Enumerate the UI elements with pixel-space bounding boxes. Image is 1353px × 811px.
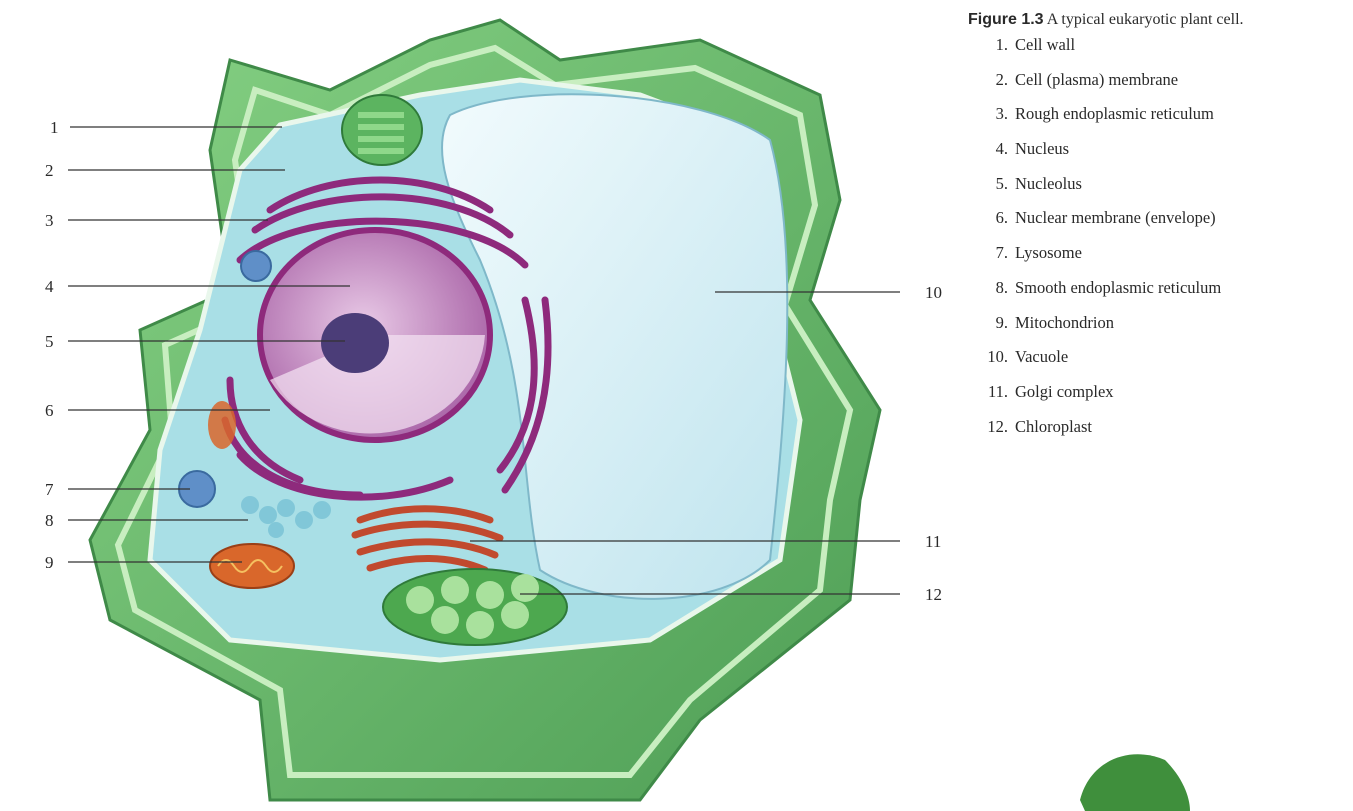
legend-label: Smooth endoplasmic reticulum — [1015, 278, 1221, 297]
figure-caption: Figure 1.3 A typical eukaryotic plant ce… — [968, 10, 1348, 450]
legend-number: 9. — [968, 312, 1008, 334]
callout-11: 11 — [925, 532, 941, 551]
legend-item: 5. Nucleolus — [968, 173, 1348, 208]
legend-number: 12. — [968, 416, 1008, 438]
callout-4: 4 — [45, 277, 54, 296]
legend-label: Chloroplast — [1015, 417, 1092, 436]
legend-item: 4. Nucleus — [968, 138, 1348, 173]
legend-item: 11. Golgi complex — [968, 381, 1348, 416]
legend-label: Rough endoplasmic reticulum — [1015, 104, 1214, 123]
legend-label: Golgi complex — [1015, 382, 1114, 401]
nucleolus — [321, 313, 389, 373]
legend-number: 5. — [968, 173, 1008, 195]
legend-item: 10. Vacuole — [968, 346, 1348, 381]
legend-item: 7. Lysosome — [968, 242, 1348, 277]
legend-label: Cell (plasma) membrane — [1015, 70, 1178, 89]
legend-number: 7. — [968, 242, 1008, 264]
callout-9: 9 — [45, 553, 54, 572]
legend-list: 1. Cell wall 2. Cell (plasma) membrane 3. R… — [968, 34, 1348, 450]
legend-item: 3. Rough endoplasmic reticulum — [968, 103, 1348, 138]
legend-item: 1. Cell wall — [968, 34, 1348, 69]
caption-heading: Figure 1.3 A typical eukaryotic plant ce… — [968, 10, 1348, 30]
legend-label: Nuclear membrane (envelope) — [1015, 208, 1216, 227]
legend-label: Cell wall — [1015, 35, 1075, 54]
callout-12: 12 — [925, 585, 942, 604]
callout-3: 3 — [45, 211, 54, 230]
legend-number: 2. — [968, 69, 1008, 91]
callout-10: 10 — [925, 283, 942, 302]
legend-label: Lysosome — [1015, 243, 1082, 262]
legend-number: 3. — [968, 103, 1008, 125]
callout-8: 8 — [45, 511, 54, 530]
legend-number: 8. — [968, 277, 1008, 299]
legend-number: 11. — [968, 381, 1008, 403]
legend-label: Mitochondrion — [1015, 313, 1114, 332]
callout-5: 5 — [45, 332, 54, 351]
chloroplast-top — [342, 95, 422, 165]
legend-label: Nucleolus — [1015, 174, 1082, 193]
legend-item: 9. Mitochondrion — [968, 312, 1348, 347]
callout-2: 2 — [45, 161, 54, 180]
callout-7: 7 — [45, 480, 54, 499]
callout-1: 1 — [50, 118, 59, 137]
legend-number: 6. — [968, 207, 1008, 229]
legend-item: 6. Nuclear membrane (envelope) — [968, 207, 1348, 242]
caption-text: A typical eukaryotic plant cell. — [1047, 11, 1244, 28]
lysosome-2 — [241, 251, 271, 281]
callout-6: 6 — [45, 401, 54, 420]
legend-item: 12. Chloroplast — [968, 416, 1348, 451]
legend-label: Vacuole — [1015, 347, 1068, 366]
legend-item: 2. Cell (plasma) membrane — [968, 69, 1348, 104]
chloroplast — [383, 569, 567, 645]
legend-number: 10. — [968, 346, 1008, 368]
figure-label: Figure 1.3 — [968, 11, 1044, 28]
leaf-decoration — [1080, 754, 1190, 811]
mitochondrion-2 — [208, 401, 236, 449]
mitochondrion — [210, 544, 294, 588]
legend-label: Nucleus — [1015, 139, 1069, 158]
legend-number: 4. — [968, 138, 1008, 160]
legend-number: 1. — [968, 34, 1008, 56]
legend-item: 8. Smooth endoplasmic reticulum — [968, 277, 1348, 312]
